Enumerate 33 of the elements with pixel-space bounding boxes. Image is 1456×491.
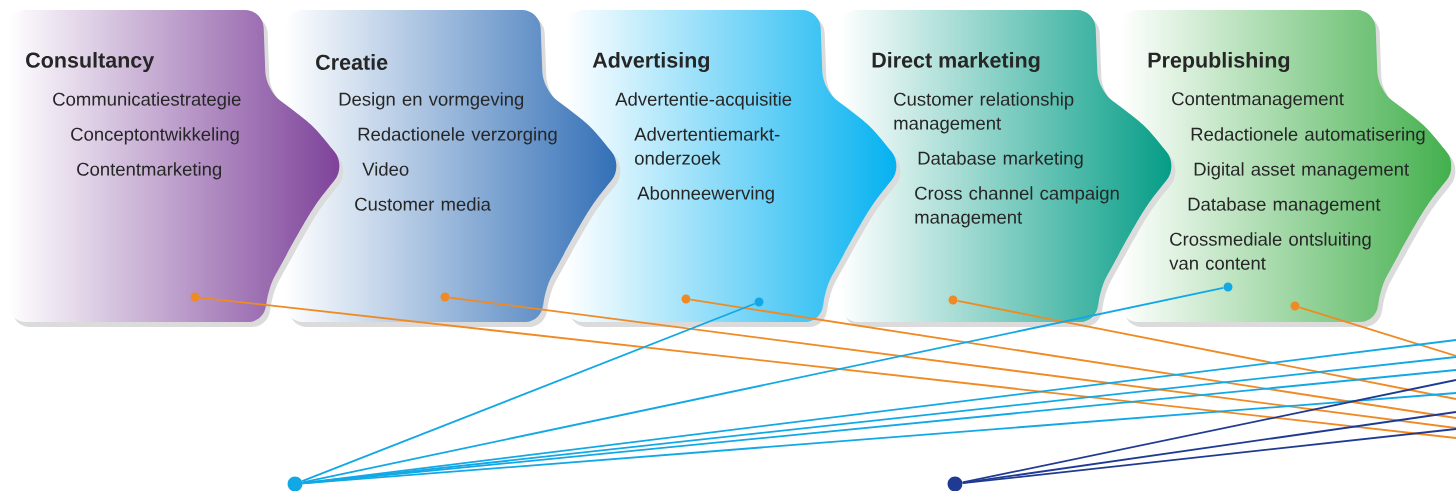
list-item: Advertentie-acquisitie (615, 92, 792, 110)
connector-line (301, 302, 756, 483)
heading: Advertising (592, 51, 710, 73)
list-item: Design en vormgeving (339, 92, 524, 110)
list-item: Digital asset management (1194, 162, 1409, 180)
list-item: Contentmanagement (1172, 92, 1344, 109)
list-item: Abonneewerving (637, 186, 774, 204)
list-item: Customer media (355, 197, 491, 211)
list-item: Redactionele automatisering (1191, 127, 1425, 145)
heading: Creatie (316, 54, 388, 70)
connector-line (689, 298, 1456, 419)
connector-line (301, 287, 1225, 484)
heading: Consultancy (26, 52, 155, 73)
list-item: Redactionele verzorging (358, 127, 557, 145)
connector-line (448, 296, 1456, 429)
connector-line (1298, 306, 1456, 357)
heading: Direct marketing (872, 51, 1040, 73)
list-item: Conceptontwikkeling (71, 127, 239, 145)
list-item: Contentmarketing (77, 162, 221, 180)
list-item: Advertentiemarkt-onderzoek (634, 127, 780, 165)
connector-line (956, 300, 1456, 400)
heading: Prepublishing (1148, 51, 1290, 73)
list-item: Database marketing (918, 151, 1083, 169)
list-item: Communicatiestrategie (53, 92, 241, 110)
list-item: Crossmediale ontsluiting van content (1169, 232, 1371, 270)
connector-line (198, 296, 1456, 439)
list-item: Video (362, 162, 409, 176)
connector-line (961, 379, 1456, 484)
list-item: Customer relationship management (894, 92, 1074, 134)
connector-line (301, 392, 1456, 485)
list-item: Cross channel campaign management (915, 186, 1119, 228)
list-item: Database management (1188, 197, 1381, 215)
connector-line (961, 428, 1456, 485)
